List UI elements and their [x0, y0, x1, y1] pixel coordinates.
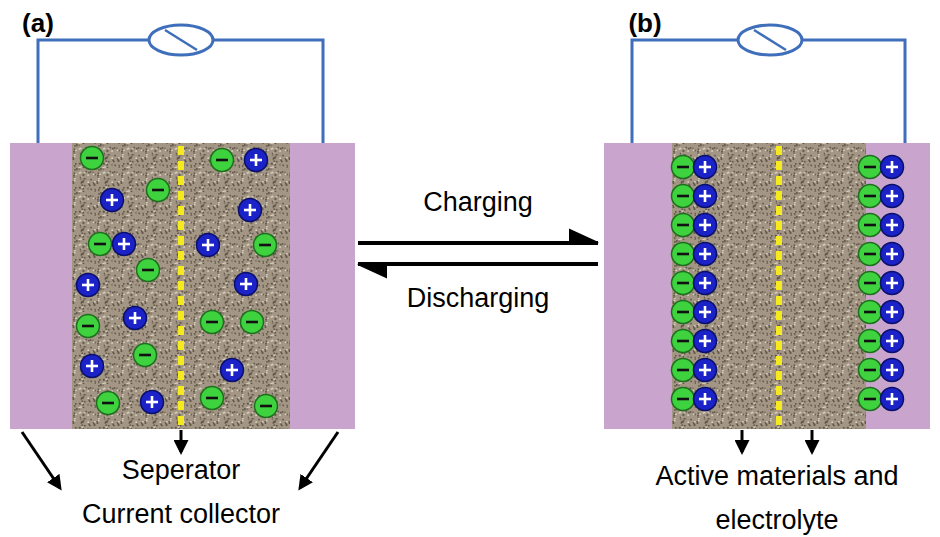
cation-symbol	[694, 359, 717, 382]
part-label: Seperator	[81, 454, 281, 486]
anion-symbol	[859, 272, 882, 295]
cation-symbol	[881, 243, 904, 266]
cation-symbol	[694, 272, 717, 295]
cation-symbol	[881, 156, 904, 179]
cation-symbol	[81, 355, 104, 378]
anion-symbol	[859, 388, 882, 411]
current-collector	[604, 143, 672, 429]
part-label: Active materials and electrolyte	[652, 454, 902, 537]
cation-symbol	[881, 301, 904, 324]
cell-b	[604, 25, 930, 429]
cation-symbol	[881, 272, 904, 295]
anion-symbol	[859, 243, 882, 266]
cation-symbol	[881, 388, 904, 411]
anion-symbol	[672, 185, 695, 208]
anion-symbol	[89, 233, 112, 256]
cation-symbol	[124, 307, 147, 330]
anion-symbol	[672, 330, 695, 353]
cation-symbol	[694, 301, 717, 324]
current-collector	[10, 143, 72, 429]
cation-symbol	[77, 274, 100, 297]
cation-symbol	[694, 214, 717, 237]
anion-symbol	[859, 359, 882, 382]
part-label: Current collector	[51, 498, 311, 530]
anion-symbol	[97, 392, 120, 415]
anion-symbol	[201, 311, 224, 334]
meter-needle	[754, 30, 786, 50]
anion-symbol	[255, 395, 278, 418]
anion-symbol	[672, 301, 695, 324]
current-collector	[290, 143, 355, 429]
anion-symbol	[859, 301, 882, 324]
cation-symbol	[694, 330, 717, 353]
anion-symbol	[77, 315, 100, 338]
anion-symbol	[859, 185, 882, 208]
meter-symbol	[149, 25, 213, 55]
cation-symbol	[245, 149, 268, 172]
anion-symbol	[672, 243, 695, 266]
equilibrium-arrows	[358, 230, 598, 277]
anion-symbol	[672, 272, 695, 295]
cation-symbol	[239, 199, 262, 222]
process-label: Discharging	[378, 282, 578, 314]
anion-symbol	[81, 147, 104, 170]
ions	[77, 147, 278, 418]
process-label: Charging	[378, 186, 578, 218]
cell-a	[10, 25, 355, 429]
separator	[776, 146, 782, 428]
cation-symbol	[235, 273, 258, 296]
anion-symbol	[254, 234, 277, 257]
anion-symbol	[137, 259, 160, 282]
anion-symbol	[147, 179, 170, 202]
anion-symbol	[672, 359, 695, 382]
meter-symbol	[738, 25, 802, 55]
anion-symbol	[672, 214, 695, 237]
cation-symbol	[694, 243, 717, 266]
cation-symbol	[881, 214, 904, 237]
cation-symbol	[197, 234, 220, 257]
cation-symbol	[141, 391, 164, 414]
cation-symbol	[221, 359, 244, 382]
anion-symbol	[241, 311, 264, 334]
anion-symbol	[859, 214, 882, 237]
panel-label: (a)	[8, 8, 68, 39]
anion-symbol	[134, 344, 157, 367]
cation-symbol	[694, 156, 717, 179]
cation-symbol	[101, 189, 124, 212]
anion-symbol	[859, 156, 882, 179]
cation-symbol	[881, 185, 904, 208]
anion-symbol	[859, 330, 882, 353]
anion-symbol	[201, 387, 224, 410]
cation-symbol	[113, 233, 136, 256]
cation-symbol	[881, 330, 904, 353]
panel-label: (b)	[615, 8, 675, 39]
anion-symbol	[211, 149, 234, 172]
ions	[672, 156, 904, 411]
active-material	[72, 143, 290, 429]
active-material	[672, 143, 866, 429]
meter-needle	[165, 30, 197, 50]
anion-symbol	[672, 156, 695, 179]
cation-symbol	[694, 185, 717, 208]
separator	[178, 146, 184, 428]
cation-symbol	[881, 359, 904, 382]
cation-symbol	[694, 388, 717, 411]
anion-symbol	[672, 388, 695, 411]
